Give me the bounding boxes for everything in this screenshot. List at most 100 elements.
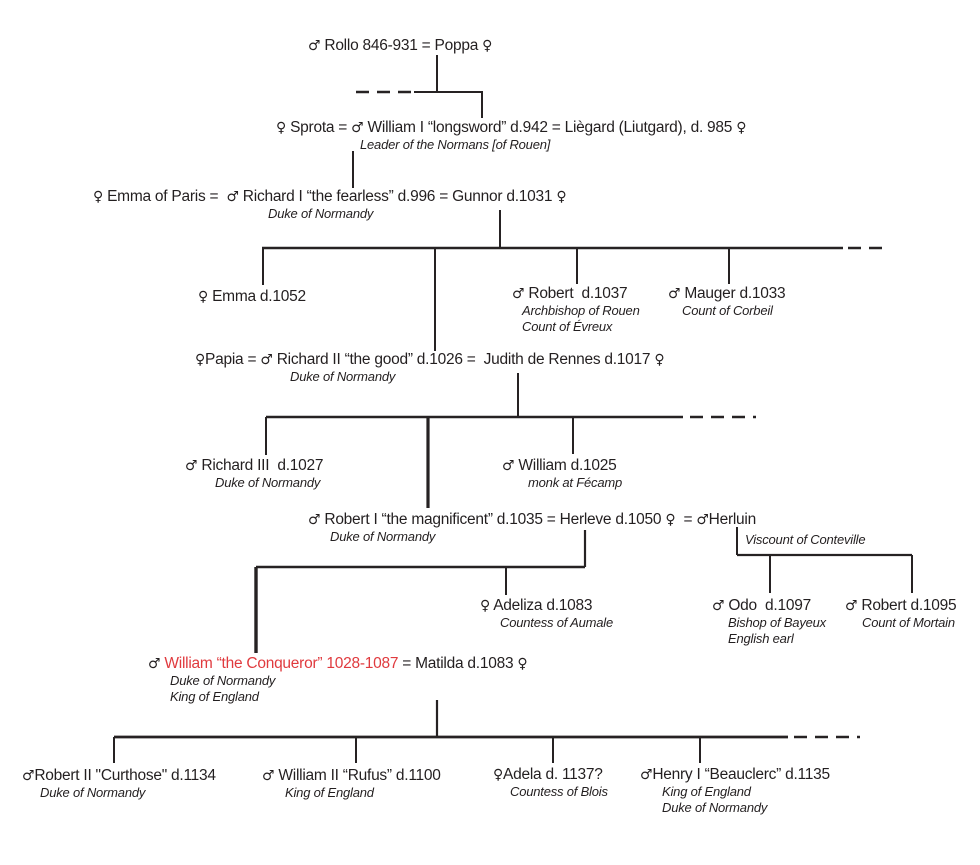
node-william-i-longsword: ♀ Sprota = ♂ William I “longsword” d.942… xyxy=(276,119,747,153)
robert-archbishop-of-rouen-label: ♂ Robert d.1037 xyxy=(512,285,640,303)
text-segment: Emma d.1052 xyxy=(208,288,306,305)
william-monk-at-fecamp-label: ♂ William d.1025 xyxy=(502,457,622,475)
female-icon: ♀ xyxy=(736,120,747,136)
richard-ii-the-good-subtitle: Duke of Normandy xyxy=(195,369,664,385)
herluin-title-subtitle: Viscount of Conteville xyxy=(745,532,866,548)
text-segment: Duke of Normandy xyxy=(40,785,146,800)
text-segment: Odo d.1097 xyxy=(724,597,811,614)
female-icon: ♀ xyxy=(195,352,206,368)
william-monk-at-fecamp-subtitle: monk at Fécamp xyxy=(502,475,622,491)
male-icon: ♂ xyxy=(260,352,273,368)
robert-ii-curthose-label: ♂Robert II "Curthose" d.1134 xyxy=(22,767,216,785)
node-robert-i-the-magnificent: ♂ Robert I “the magnificent” d.1035 = He… xyxy=(308,511,756,545)
female-icon: ♀ xyxy=(482,38,493,54)
text-segment: = xyxy=(675,511,697,528)
male-icon: ♂ xyxy=(148,656,161,672)
richard-i-the-fearless-subtitle: Duke of Normandy xyxy=(93,206,566,222)
text-segment: Emma of Paris = xyxy=(103,188,227,205)
text-segment: Duke of Normandy xyxy=(215,475,321,490)
node-herluin-title: Viscount of Conteville xyxy=(745,532,866,548)
text-segment: William II “Rufus” d.1100 xyxy=(274,767,441,784)
text-segment: Robert I “the magnificent” d.1035 = Herl… xyxy=(320,511,666,528)
female-icon: ♀ xyxy=(198,289,209,305)
text-segment: Duke of Normandy xyxy=(290,369,396,384)
text-segment: William d.1025 xyxy=(514,457,617,474)
text-segment: Viscount of Conteville xyxy=(745,532,866,547)
robert-archbishop-of-rouen-subtitle: Archbishop of Rouen xyxy=(512,303,640,319)
text-segment: Duke of Normandy xyxy=(330,529,436,544)
text-segment: Mauger d.1033 xyxy=(680,285,786,302)
text-segment: King of England xyxy=(285,785,374,800)
female-icon: ♀ xyxy=(654,352,665,368)
text-segment: Duke of Normandy xyxy=(170,673,276,688)
male-icon: ♂ xyxy=(262,768,275,784)
male-icon: ♂ xyxy=(185,458,198,474)
richard-i-the-fearless-label: ♀ Emma of Paris = ♂ Richard I “the fearl… xyxy=(93,188,567,206)
text-segment: Rollo 846-931 = Poppa xyxy=(320,37,483,54)
female-icon: ♀ xyxy=(493,767,504,783)
text-segment: Richard II “the good” d.1026 = Judith de… xyxy=(272,351,655,368)
richard-iii-subtitle: Duke of Normandy xyxy=(185,475,323,491)
text-segment: Count of Mortain xyxy=(862,615,955,630)
adeliza-label: ♀ Adeliza d.1083 xyxy=(480,597,613,615)
text-segment: Countess of Aumale xyxy=(500,615,613,630)
henry-i-beauclerc-subtitle: King of England xyxy=(640,784,830,800)
text-segment: Adela d. 1137? xyxy=(503,766,603,783)
node-rollo-and-poppa: ♂ Rollo 846-931 = Poppa ♀ xyxy=(308,37,492,55)
odo-bishop-of-bayeux-subtitle: Bishop of Bayeux xyxy=(712,615,826,631)
adela-countess-of-blois-subtitle: Countess of Blois xyxy=(493,784,608,800)
text-segment: Richard III d.1027 xyxy=(197,457,324,474)
william-ii-rufus-label: ♂ William II “Rufus” d.1100 xyxy=(262,767,441,785)
mauger-count-of-corbeil-label: ♂ Mauger d.1033 xyxy=(668,285,786,303)
text-segment: King of England xyxy=(662,784,751,799)
text-segment: Sprota = xyxy=(286,119,352,136)
text-segment: Henry I “Beauclerc” d.1135 xyxy=(652,766,830,783)
male-icon: ♂ xyxy=(696,512,709,528)
text-segment: Richard I “the fearless” d.996 = Gunnor … xyxy=(238,188,557,205)
text-segment: Count of Évreux xyxy=(522,319,613,334)
text-segment: = Matilda d.1083 xyxy=(398,655,518,672)
male-icon: ♂ xyxy=(845,598,858,614)
richard-ii-the-good-label: ♀Papia = ♂ Richard II “the good” d.1026 … xyxy=(195,351,665,369)
female-icon: ♀ xyxy=(93,189,104,205)
male-icon: ♂ xyxy=(308,38,321,54)
odo-bishop-of-bayeux-subtitle: English earl xyxy=(712,631,826,647)
male-icon: ♂ xyxy=(22,768,35,784)
william-the-conqueror-subtitle: King of England xyxy=(148,689,527,705)
text-segment: Archbishop of Rouen xyxy=(522,303,640,318)
emma-d1052-label: ♀ Emma d.1052 xyxy=(198,288,306,306)
text-segment: Duke of Normandy xyxy=(268,206,374,221)
text-segment: William I “longsword” d.942 = Liègard (L… xyxy=(363,119,737,136)
node-richard-i-the-fearless: ♀ Emma of Paris = ♂ Richard I “the fearl… xyxy=(93,188,567,222)
text-segment: Robert d.1095 xyxy=(857,597,957,614)
text-segment: Robert d.1037 xyxy=(524,285,628,302)
robert-i-the-magnificent-subtitle: Duke of Normandy xyxy=(308,529,756,545)
mauger-count-of-corbeil-subtitle: Count of Corbeil xyxy=(668,303,785,319)
henry-i-beauclerc-label: ♂Henry I “Beauclerc” d.1135 xyxy=(640,766,830,784)
male-icon: ♂ xyxy=(640,767,653,783)
robert-ii-curthose-subtitle: Duke of Normandy xyxy=(22,785,216,801)
node-adela-countess-of-blois: ♀Adela d. 1137?Countess of Blois xyxy=(493,766,608,800)
text-segment: Duke of Normandy xyxy=(662,800,768,815)
female-icon: ♀ xyxy=(480,598,491,614)
text-segment: Papia = xyxy=(205,351,261,368)
richard-iii-label: ♂ Richard III d.1027 xyxy=(185,457,324,475)
female-icon: ♀ xyxy=(517,656,528,672)
male-icon: ♂ xyxy=(712,598,725,614)
female-icon: ♀ xyxy=(276,120,287,136)
text-segment: Herluin xyxy=(708,511,757,528)
text-segment: Countess of Blois xyxy=(510,784,608,799)
male-icon: ♂ xyxy=(502,458,515,474)
rollo-and-poppa-label: ♂ Rollo 846-931 = Poppa ♀ xyxy=(308,37,492,55)
text-segment: Leader of the Normans [of Rouen] xyxy=(360,137,551,152)
robert-archbishop-of-rouen-subtitle: Count of Évreux xyxy=(512,319,640,335)
male-icon: ♂ xyxy=(226,189,239,205)
male-icon: ♂ xyxy=(668,286,681,302)
